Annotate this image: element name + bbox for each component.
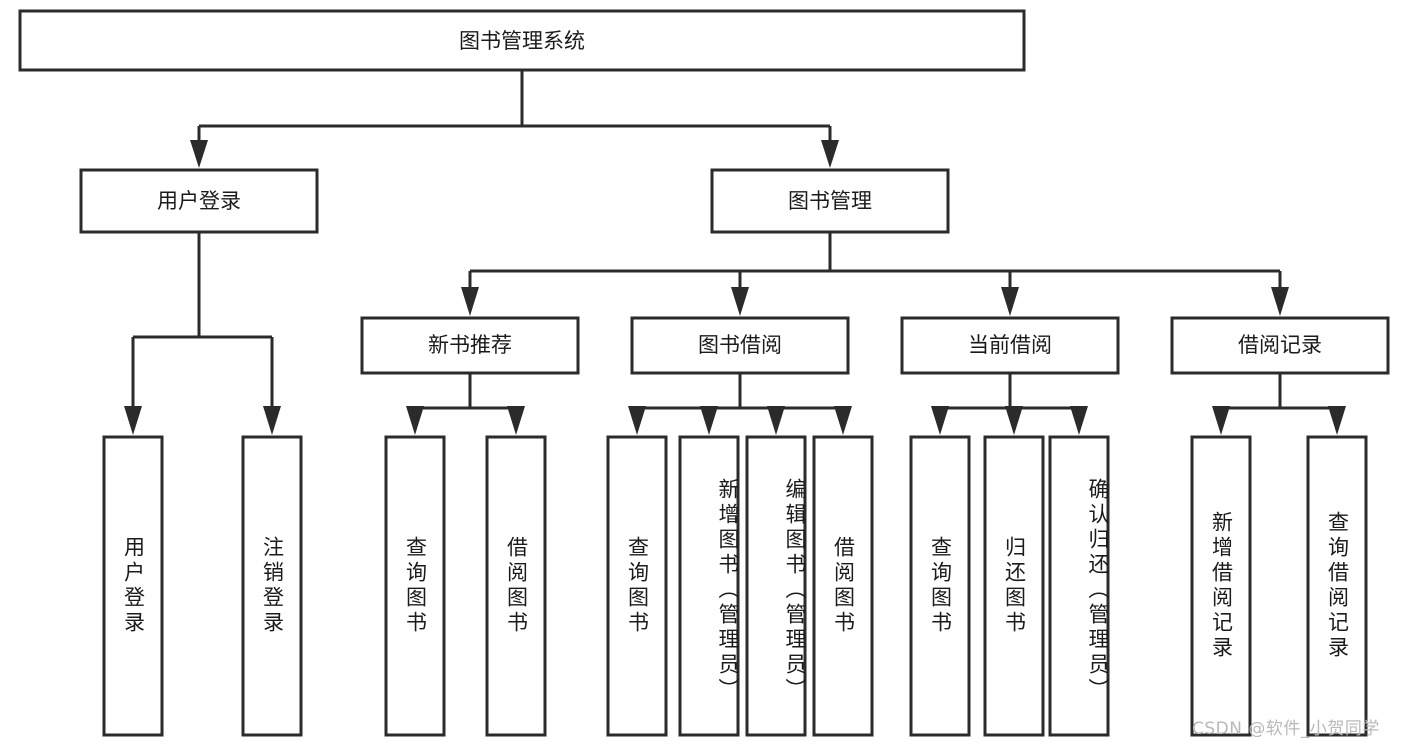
arrow-root-to-book-manage	[821, 140, 839, 168]
connector-group-user-login	[124, 232, 281, 435]
connector-group-book-borrow	[628, 373, 852, 435]
node-user-login-box[interactable]	[79, 168, 319, 234]
node-new-book-recommend-label: 新书推荐	[428, 333, 512, 357]
node-book-borrow-label: 图书借阅	[698, 333, 782, 357]
arrow-book-manage-to-book-borrow	[731, 287, 749, 316]
node-borrow-record[interactable]: 借阅记录	[1170, 316, 1390, 375]
arrow-bb-to-add-book	[700, 406, 718, 435]
arrow-root-to-user-login	[190, 140, 208, 168]
arrow-user-login-to-leaf-user-login	[124, 406, 142, 435]
node-leaf-return-book-box[interactable]	[983, 435, 1045, 737]
node-current-borrow-box[interactable]	[900, 316, 1120, 375]
leaf-boxes	[102, 435, 1368, 737]
node-book-borrow[interactable]: 图书借阅	[630, 316, 850, 375]
node-root-box[interactable]	[18, 9, 1026, 72]
arrow-cb-to-return-book	[1005, 406, 1023, 435]
arrow-bb-to-borrow-book	[834, 406, 852, 435]
node-borrow-record-label: 借阅记录	[1238, 333, 1322, 357]
arrow-cb-to-confirm-return	[1070, 406, 1088, 435]
arrow-user-login-to-leaf-logout	[263, 406, 281, 435]
node-book-manage-box[interactable]	[710, 168, 950, 234]
node-leaf-query-book-cur-box[interactable]	[909, 435, 971, 737]
node-leaf-add-book-box[interactable]	[678, 435, 740, 737]
connector-group-book-manage	[461, 232, 1289, 316]
connector-group-borrow-record	[1212, 373, 1346, 435]
node-leaf-borrow-book-box[interactable]	[812, 435, 874, 737]
arrow-br-to-add-record	[1212, 406, 1230, 435]
node-new-book-recommend[interactable]: 新书推荐	[360, 316, 580, 375]
node-leaf-edit-book-box[interactable]	[745, 435, 807, 737]
node-current-borrow[interactable]: 当前借阅	[900, 316, 1120, 375]
arrow-book-manage-to-new-book-recommend	[461, 287, 479, 316]
node-leaf-add-record-box[interactable]	[1190, 435, 1252, 737]
csdn-watermark: CSDN @软件_小贺同学	[1192, 719, 1380, 739]
arrow-book-manage-to-borrow-record	[1271, 287, 1289, 316]
node-user-login[interactable]: 用户登录	[79, 168, 319, 234]
node-leaf-query-book-borrow-box[interactable]	[606, 435, 668, 737]
node-leaf-borrow-book-rec-box[interactable]	[485, 435, 547, 737]
arrow-bb-to-edit-book	[767, 406, 785, 435]
node-new-book-recommend-box[interactable]	[360, 316, 580, 375]
arrow-nbr-to-query-book	[406, 406, 424, 435]
node-book-manage[interactable]: 图书管理	[710, 168, 950, 234]
node-borrow-record-box[interactable]	[1170, 316, 1390, 375]
node-user-login-label: 用户登录	[157, 189, 241, 213]
arrow-cb-to-query-book	[931, 406, 949, 435]
node-leaf-user-login-box[interactable]	[102, 435, 164, 737]
arrow-nbr-to-borrow-book	[507, 406, 525, 435]
arrow-book-manage-to-current-borrow	[1001, 287, 1019, 316]
node-leaf-query-book-rec-box[interactable]	[384, 435, 446, 737]
arrow-br-to-query-record	[1328, 406, 1346, 435]
node-book-manage-label: 图书管理	[788, 189, 872, 213]
node-leaf-confirm-return-box[interactable]	[1048, 435, 1110, 737]
connector-group-current-borrow	[931, 373, 1088, 435]
node-leaf-logout-box[interactable]	[241, 435, 303, 737]
node-leaf-query-record-box[interactable]	[1306, 435, 1368, 737]
node-current-borrow-label: 当前借阅	[968, 333, 1052, 357]
connector-group-root	[190, 70, 839, 168]
arrow-bb-to-query-book	[628, 406, 646, 435]
node-root-label: 图书管理系统	[459, 29, 585, 53]
node-root[interactable]: 图书管理系统	[18, 9, 1026, 72]
connector-group-new-book-recommend	[406, 373, 525, 435]
node-book-borrow-box[interactable]	[630, 316, 850, 375]
